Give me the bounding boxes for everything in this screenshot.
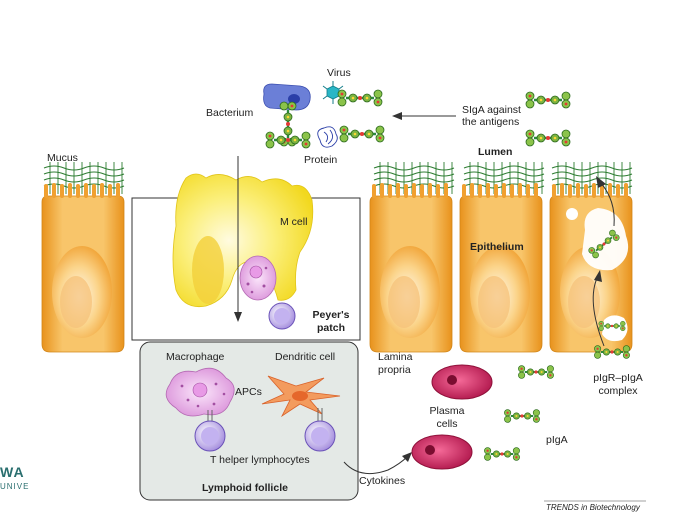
m-cell-label: M cell <box>280 216 308 228</box>
siga-label-line2: the antigens <box>462 116 520 128</box>
transcytosis-arrowhead-1 <box>594 270 602 282</box>
antigen-uptake-arrowhead <box>234 312 242 322</box>
t-helper-lymphocyte-1 <box>194 410 226 452</box>
piga-label: pIgA <box>546 434 568 446</box>
peyers-patch-label-line1: Peyer's <box>312 309 350 321</box>
cytokines-label: Cytokines <box>359 475 406 487</box>
siga-antibody-2 <box>338 124 386 144</box>
piga-antibody-3 <box>483 446 521 462</box>
lymphoid-follicle-label: Lymphoid follicle <box>202 482 288 494</box>
virus-label: Virus <box>327 67 351 79</box>
pocket-lymphocyte <box>268 302 296 330</box>
t-helper-lymphocyte-2 <box>304 408 336 452</box>
bacterium <box>263 83 311 111</box>
plasma-cells-label-line2: cells <box>436 418 458 430</box>
siga-antibody-3 <box>524 90 572 110</box>
lamina-propria-label-line1: Lamina <box>378 351 413 363</box>
pigr-piga-label-line2: complex <box>598 385 638 397</box>
siga-antibody-1 <box>336 88 384 108</box>
peyers-patch-label-line2: patch <box>316 322 345 334</box>
cytokines-arrowhead <box>402 452 412 462</box>
watermark-line1: WA <box>0 464 25 480</box>
plasma-cell-1 <box>431 364 493 400</box>
siga-label-line1: SIgA against <box>462 104 521 116</box>
lymphoid-follicle-box <box>139 341 359 501</box>
plasma-cells-label-line1: Plasma <box>429 405 465 417</box>
macrophage-label: Macrophage <box>166 351 225 363</box>
pocket-macrophage <box>239 255 277 301</box>
bacterium-label: Bacterium <box>206 107 254 119</box>
lumen-label: Lumen <box>478 146 513 158</box>
t-helper-label: T helper lymphocytes <box>210 454 310 466</box>
dendritic-cell-label: Dendritic cell <box>275 351 336 363</box>
apcs-label: APCs <box>235 386 262 398</box>
piga-antibody-2 <box>503 408 541 424</box>
pigr-piga-label-line1: pIgR–pIgA <box>593 372 643 384</box>
epithelial-cell-1 <box>368 183 454 354</box>
epithelial-cell-3 <box>548 183 634 354</box>
plasma-cell-2 <box>411 434 473 470</box>
macrophage <box>165 367 235 417</box>
protein-label: Protein <box>304 154 338 166</box>
transcytosis-arrowhead-2 <box>596 176 606 188</box>
siga-antibody-4 <box>524 128 572 148</box>
epithelial-cell-left <box>40 183 126 354</box>
transcytosis-arrow-1 <box>592 275 605 347</box>
mucus-label: Mucus <box>47 152 78 164</box>
epithelial-cell-2 <box>458 183 544 354</box>
mucus-layer <box>43 161 633 195</box>
protein-antigen <box>317 126 338 148</box>
piga-antibody-1 <box>517 364 555 380</box>
epithelium-label: Epithelium <box>470 241 524 253</box>
lamina-propria-label-line2: propria <box>378 364 411 376</box>
cytokines-arrow <box>343 455 409 475</box>
watermark-line2: UNIVE <box>0 482 30 491</box>
siga-arrowhead <box>392 112 402 120</box>
journal-credit: TRENDS in Biotechnology <box>546 503 640 512</box>
